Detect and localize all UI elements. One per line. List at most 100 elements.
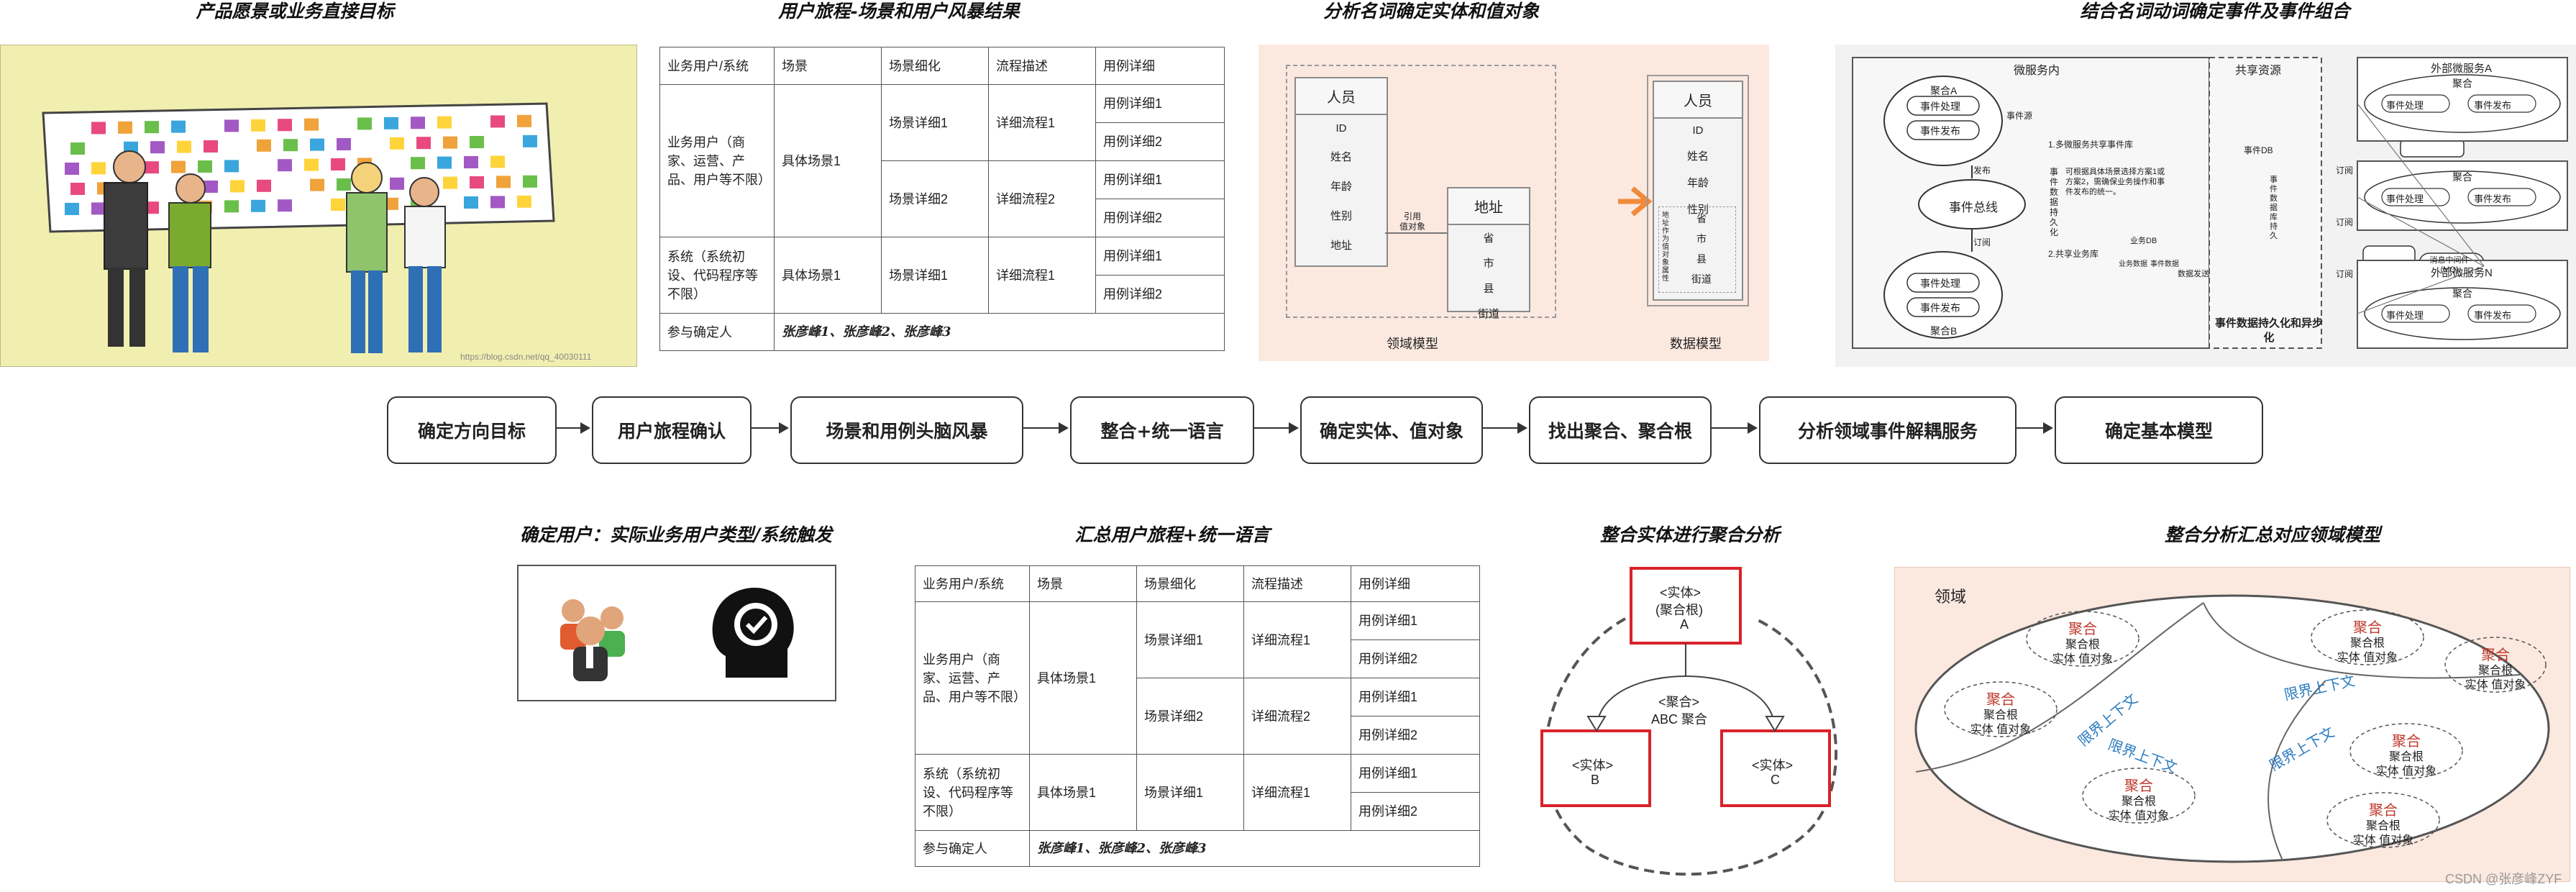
event-diagram — [1835, 45, 2576, 367]
ev-note2: 2.共享业务库 — [2048, 249, 2099, 259]
title-entity-vo: 分析名词确定实体和值对象 — [1323, 1, 1539, 22]
sticky-note — [204, 140, 218, 153]
table-cell-case: 用例详细1 — [1095, 160, 1225, 199]
user-types-box — [517, 565, 836, 701]
domain-agg-label: 聚合 — [2068, 622, 2097, 637]
ev-sub-ext1: 订阅 — [2336, 165, 2354, 176]
ev-evt-db: 事件DB — [2244, 145, 2273, 155]
sticky-note — [490, 196, 505, 209]
table-header: 用例详细 — [1095, 47, 1225, 85]
data-model-frame — [1647, 75, 1749, 306]
sticky-note — [171, 160, 186, 173]
flow-step: 分析领域事件解耦服务 — [1759, 396, 2017, 464]
ev-note1-body: 可根据具体场景选择方案1或方案2，需确保业务操作和事件发布的统一。 — [2065, 168, 2165, 196]
ev-subscribe-label: 订阅 — [1973, 237, 1991, 247]
sticky-note — [198, 160, 212, 173]
table-header: 业务用户/系统 — [915, 565, 1030, 602]
domain-agg-label: 聚合根 — [2365, 820, 2401, 832]
ev-agg-a: 聚合A — [1930, 85, 1958, 96]
caption-data-model: 数据模型 — [1670, 337, 1722, 351]
entity-vo-arrows — [1385, 186, 1653, 234]
sticky-note — [224, 200, 239, 213]
domain-agg-label: 实体 值对象 — [2465, 679, 2526, 691]
entity-vo-panel: 人员 ID 姓名 年龄 性别 地址 地址 省 市 县 街道 引用 值对象 领域模… — [1259, 45, 1769, 361]
sticky-note — [390, 137, 404, 150]
flow-arrow — [1483, 422, 1527, 434]
gear-head-icon — [712, 587, 794, 678]
table-cell-case: 用例详细2 — [1351, 640, 1480, 678]
table-cell-flow: 详细流程1 — [1243, 601, 1351, 678]
domain-title: 领域 — [1935, 588, 1967, 606]
sticky-note — [496, 176, 511, 188]
sticky-note — [443, 176, 457, 189]
ev-agg-ext3: 聚合 — [2452, 288, 2472, 299]
table-header: 场景 — [1029, 565, 1137, 602]
sticky-note — [150, 141, 165, 154]
table-cell-user: 业务用户（商家、运营、产品、用户等不限） — [915, 601, 1030, 755]
sticky-note — [257, 179, 271, 192]
sticky-note — [470, 136, 484, 148]
ev-publish-label: 发布 — [1973, 165, 1991, 176]
domain-agg-label: 实体 值对象 — [2352, 834, 2414, 847]
sticky-note — [470, 176, 484, 188]
sticky-note — [384, 117, 398, 129]
flow-step: 确定实体、值对象 — [1300, 396, 1483, 464]
person-entity: 人员 ID 姓名 年龄 性别 地址 — [1294, 77, 1388, 267]
table-cell-case: 用例详细1 — [1351, 754, 1480, 793]
domain-agg-label: 聚合根 — [1983, 709, 2018, 722]
sticky-note — [464, 196, 478, 209]
table-cell-people: 张彦峰1、张彦峰2、张彦峰3 — [1029, 830, 1480, 867]
sticky-note — [118, 121, 132, 134]
table-cell-case: 用例详细2 — [1095, 122, 1225, 161]
domain-agg-label: 聚合 — [2392, 734, 2421, 750]
table-header: 场景细化 — [1136, 565, 1244, 602]
domain-agg-label: 聚合 — [2353, 620, 2382, 636]
person-1 — [104, 150, 148, 347]
flow-step: 确定基本模型 — [2055, 396, 2263, 464]
sticky-note — [304, 158, 319, 171]
ev-sub-ext3: 订阅 — [2336, 269, 2354, 279]
sticky-note — [304, 118, 319, 131]
sticky-note — [517, 114, 531, 127]
domain-agg-label: 实体 值对象 — [2337, 652, 2398, 664]
title-identify-users: 确定用户：实际业务用户类型/系统触发 — [519, 524, 833, 545]
sticky-note — [337, 138, 351, 150]
address-vo: 地址 省 市 县 街道 — [1447, 187, 1530, 320]
table-cell-scene-detail: 场景详细1 — [881, 237, 989, 314]
ev-evt-data: 事件数据 — [2150, 260, 2179, 268]
flow-step: 场景和用例头脑风暴 — [790, 396, 1023, 464]
domain-agg-label: 聚合根 — [2388, 751, 2424, 763]
sticky-note — [145, 161, 159, 174]
domain-agg-label: 聚合根 — [2477, 665, 2513, 677]
scenario-table-top: 业务用户/系统 场景 场景细化 流程描述 用例详细 业务用户（商家、运营、产品、… — [659, 47, 1225, 351]
ev-handle: 事件处理 — [2386, 310, 2424, 321]
ev-data-send: 数据发送 — [2178, 270, 2209, 278]
flow-step: 整合+统一语言 — [1070, 396, 1254, 464]
ev-evt-persist: 事件数据库持久 — [2270, 176, 2278, 240]
domain-agg-label: 实体 值对象 — [2052, 653, 2114, 665]
title-product-vision: 产品愿景或业务直接目标 — [196, 1, 394, 22]
table-cell-case: 用例详细1 — [1095, 84, 1225, 123]
sticky-note — [357, 117, 372, 130]
data-person-table: 人员 ID 姓名 年龄 性别 — [1653, 81, 1743, 301]
ev-sub-ext2: 订阅 — [2336, 217, 2354, 227]
ev-publish: 事件发布 — [2474, 194, 2512, 204]
agg-mid: <聚合> — [1658, 695, 1700, 709]
agg-top-root: (聚合根) — [1655, 603, 1703, 617]
ev-handle: 事件处理 — [1920, 101, 1960, 112]
sticky-note — [283, 139, 298, 152]
ev-publish: 事件发布 — [2474, 100, 2512, 111]
agg-top-entity: <实体> — [1660, 586, 1702, 600]
table-cell-case: 用例详细1 — [1095, 237, 1225, 276]
sticky-note — [91, 202, 106, 215]
agg-top-name: A — [1680, 617, 1689, 632]
data-addr-group: 地址作为值对象属性 省 市 县 街道 — [1658, 206, 1736, 293]
sticky-note — [91, 162, 106, 175]
sticky-note — [204, 181, 218, 193]
aggregation-diagram — [1540, 567, 1837, 876]
sticky-note — [411, 117, 425, 129]
ev-agg-ext1: 聚合 — [2452, 78, 2472, 89]
table-cell-user: 系统（系统初设、代码程序等不限） — [659, 237, 775, 314]
ev-shared-title: 共享资源 — [2235, 65, 2282, 77]
sticky-note — [278, 159, 292, 172]
